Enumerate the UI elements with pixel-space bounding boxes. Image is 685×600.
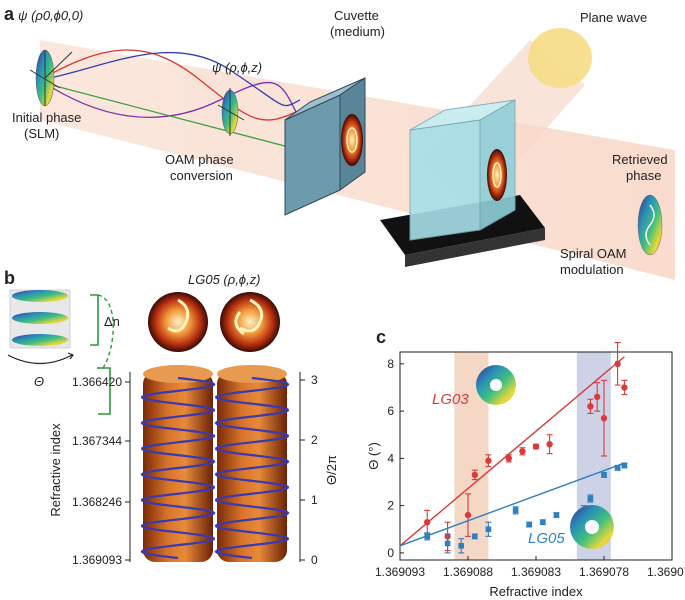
data-point-red: [471, 471, 478, 479]
legend-blue-spiral-icon: [570, 505, 614, 549]
legend-red-spiral-icon: [476, 365, 516, 405]
x-axis-label: Refractive index: [489, 584, 583, 599]
spiral-label-2: modulation: [560, 262, 624, 277]
b-left-tick-label: 1.366420: [72, 375, 122, 389]
lg-title: LG05 (ρ,ϕ,z): [188, 272, 260, 287]
wave-line-blue: [39, 51, 301, 107]
data-point-blue: [601, 472, 607, 478]
x-tick-label: 1.369073: [647, 565, 685, 579]
oam-conversion-label-2: conversion: [170, 168, 233, 183]
b-right-tick-label: 2: [311, 433, 318, 447]
data-point-red: [424, 518, 431, 526]
stacked-disc-illustration: [7, 289, 74, 364]
slm-label: (SLM): [24, 126, 59, 141]
retrieved-phase-disc: [637, 194, 663, 256]
psi-initial-label: ψ (ρ0,ϕ0,0): [18, 8, 83, 23]
data-point-blue: [587, 495, 594, 502]
y-tick-label: 6: [387, 404, 394, 418]
y-axis-label: Θ (°): [366, 442, 381, 470]
b-left-ticks: 1.366420 1.367344 1.368246 1.369093: [72, 375, 130, 567]
b-y-label: Refractive index: [48, 423, 63, 517]
data-point-red: [600, 414, 608, 422]
fit-line: [399, 462, 625, 547]
delta-n-bracket: [90, 294, 99, 346]
panel-b-letter: b: [4, 268, 15, 288]
spiral-modulator-cube: [380, 99, 545, 267]
initial-phase-disc: [29, 49, 73, 107]
panel-a: a ψ (ρ0,ϕ0,0) Initial phase (SLM) ψ (ρ,ϕ…: [4, 4, 675, 280]
x-tick-label: 1.369078: [579, 565, 629, 579]
b-right-tick-label: 3: [311, 373, 318, 387]
oam-conversion-disc: [217, 88, 245, 136]
data-point-red: [546, 440, 553, 448]
spiral-label-1: Spiral OAM: [560, 246, 626, 261]
legend-red-label: LG03: [432, 391, 469, 408]
data-point-blue: [540, 519, 546, 525]
x-tick-label: 1.369093: [375, 565, 425, 579]
b-right-tick-label: 0: [311, 553, 318, 567]
chart-c: 0 2 4 6 8 1.369093 1.369088 1.369083 1.369078 1.3…: [366, 341, 685, 599]
y-tick-label: 0: [387, 546, 394, 560]
data-point-red: [505, 455, 512, 462]
y-tick-label: 2: [387, 499, 394, 513]
dashed-connector: [97, 294, 114, 369]
helix-line-1: [140, 376, 216, 560]
plane-wave-disc: [528, 28, 592, 88]
data-point-blue: [424, 533, 430, 540]
x-tick-label: 1.369083: [511, 565, 561, 579]
cuvette: [284, 77, 366, 216]
data-point-blue: [621, 462, 628, 469]
data-point-blue: [458, 543, 464, 549]
fit-line: [399, 356, 625, 547]
delta-n-label: Δn: [104, 314, 120, 329]
data-point-red: [614, 360, 621, 368]
data-point-red: [485, 457, 492, 464]
heatmap-disc-1: [148, 292, 208, 352]
data-point-red: [621, 384, 628, 391]
plane-wave-label: Plane wave: [580, 10, 647, 25]
wave-line-purple: [39, 79, 301, 121]
data-point-blue: [485, 526, 492, 533]
data-point-red: [594, 393, 601, 401]
b-left-tick-label: 1.369093: [72, 553, 122, 567]
theta-label: Θ: [34, 374, 44, 389]
wave-line-red: [39, 49, 301, 121]
data-point-red: [587, 403, 594, 410]
wave-line-green: [39, 81, 301, 151]
panel-b: b LG05 (ρ,ϕ,z) Δn Θ: [4, 268, 339, 567]
heatmap-disc-2: [220, 292, 280, 352]
data-point-blue: [444, 540, 451, 547]
data-point-blue: [472, 533, 478, 540]
panel-c-letter: c: [376, 327, 386, 347]
panel-c: c 0 2 4 6 8 1.369093 1.369088 1.369083 1.369078 1…: [366, 327, 685, 599]
delta-n-bracket-lower: [98, 367, 111, 415]
data-point-blue: [614, 465, 621, 471]
oam-conversion-label-1: OAM phase: [165, 152, 234, 167]
b-right-label: Θ/2π: [324, 455, 339, 485]
data-point-blue: [553, 512, 560, 518]
b-left-tick-label: 1.368246: [72, 495, 122, 509]
data-point-red: [464, 511, 472, 519]
x-tick-label: 1.369088: [443, 565, 493, 579]
b-right-tick-label: 1: [311, 493, 318, 507]
y-tick-label: 8: [387, 357, 394, 371]
b-right-ticks: 3 2 1 0: [300, 373, 318, 567]
data-point-blue: [512, 507, 519, 514]
data-point-red: [532, 443, 540, 450]
retrieved-label-2: phase: [626, 168, 661, 183]
b-left-tick-label: 1.367344: [72, 434, 122, 448]
plot-frame: [399, 351, 673, 561]
data-point-blue: [526, 521, 532, 528]
data-point-red: [519, 448, 526, 455]
cuvette-label-2: (medium): [330, 24, 385, 39]
psi-z-label: ψ (ρ,ϕ,z): [212, 60, 262, 75]
legend-blue-label: LG05: [528, 530, 565, 547]
y-tick-label: 4: [387, 451, 394, 465]
initial-phase-label: Initial phase: [12, 110, 81, 125]
panel-a-letter: a: [4, 4, 15, 24]
helix-line-2: [214, 376, 290, 560]
retrieved-label-1: Retrieved: [612, 152, 668, 167]
cuvette-label-1: Cuvette: [334, 8, 379, 23]
